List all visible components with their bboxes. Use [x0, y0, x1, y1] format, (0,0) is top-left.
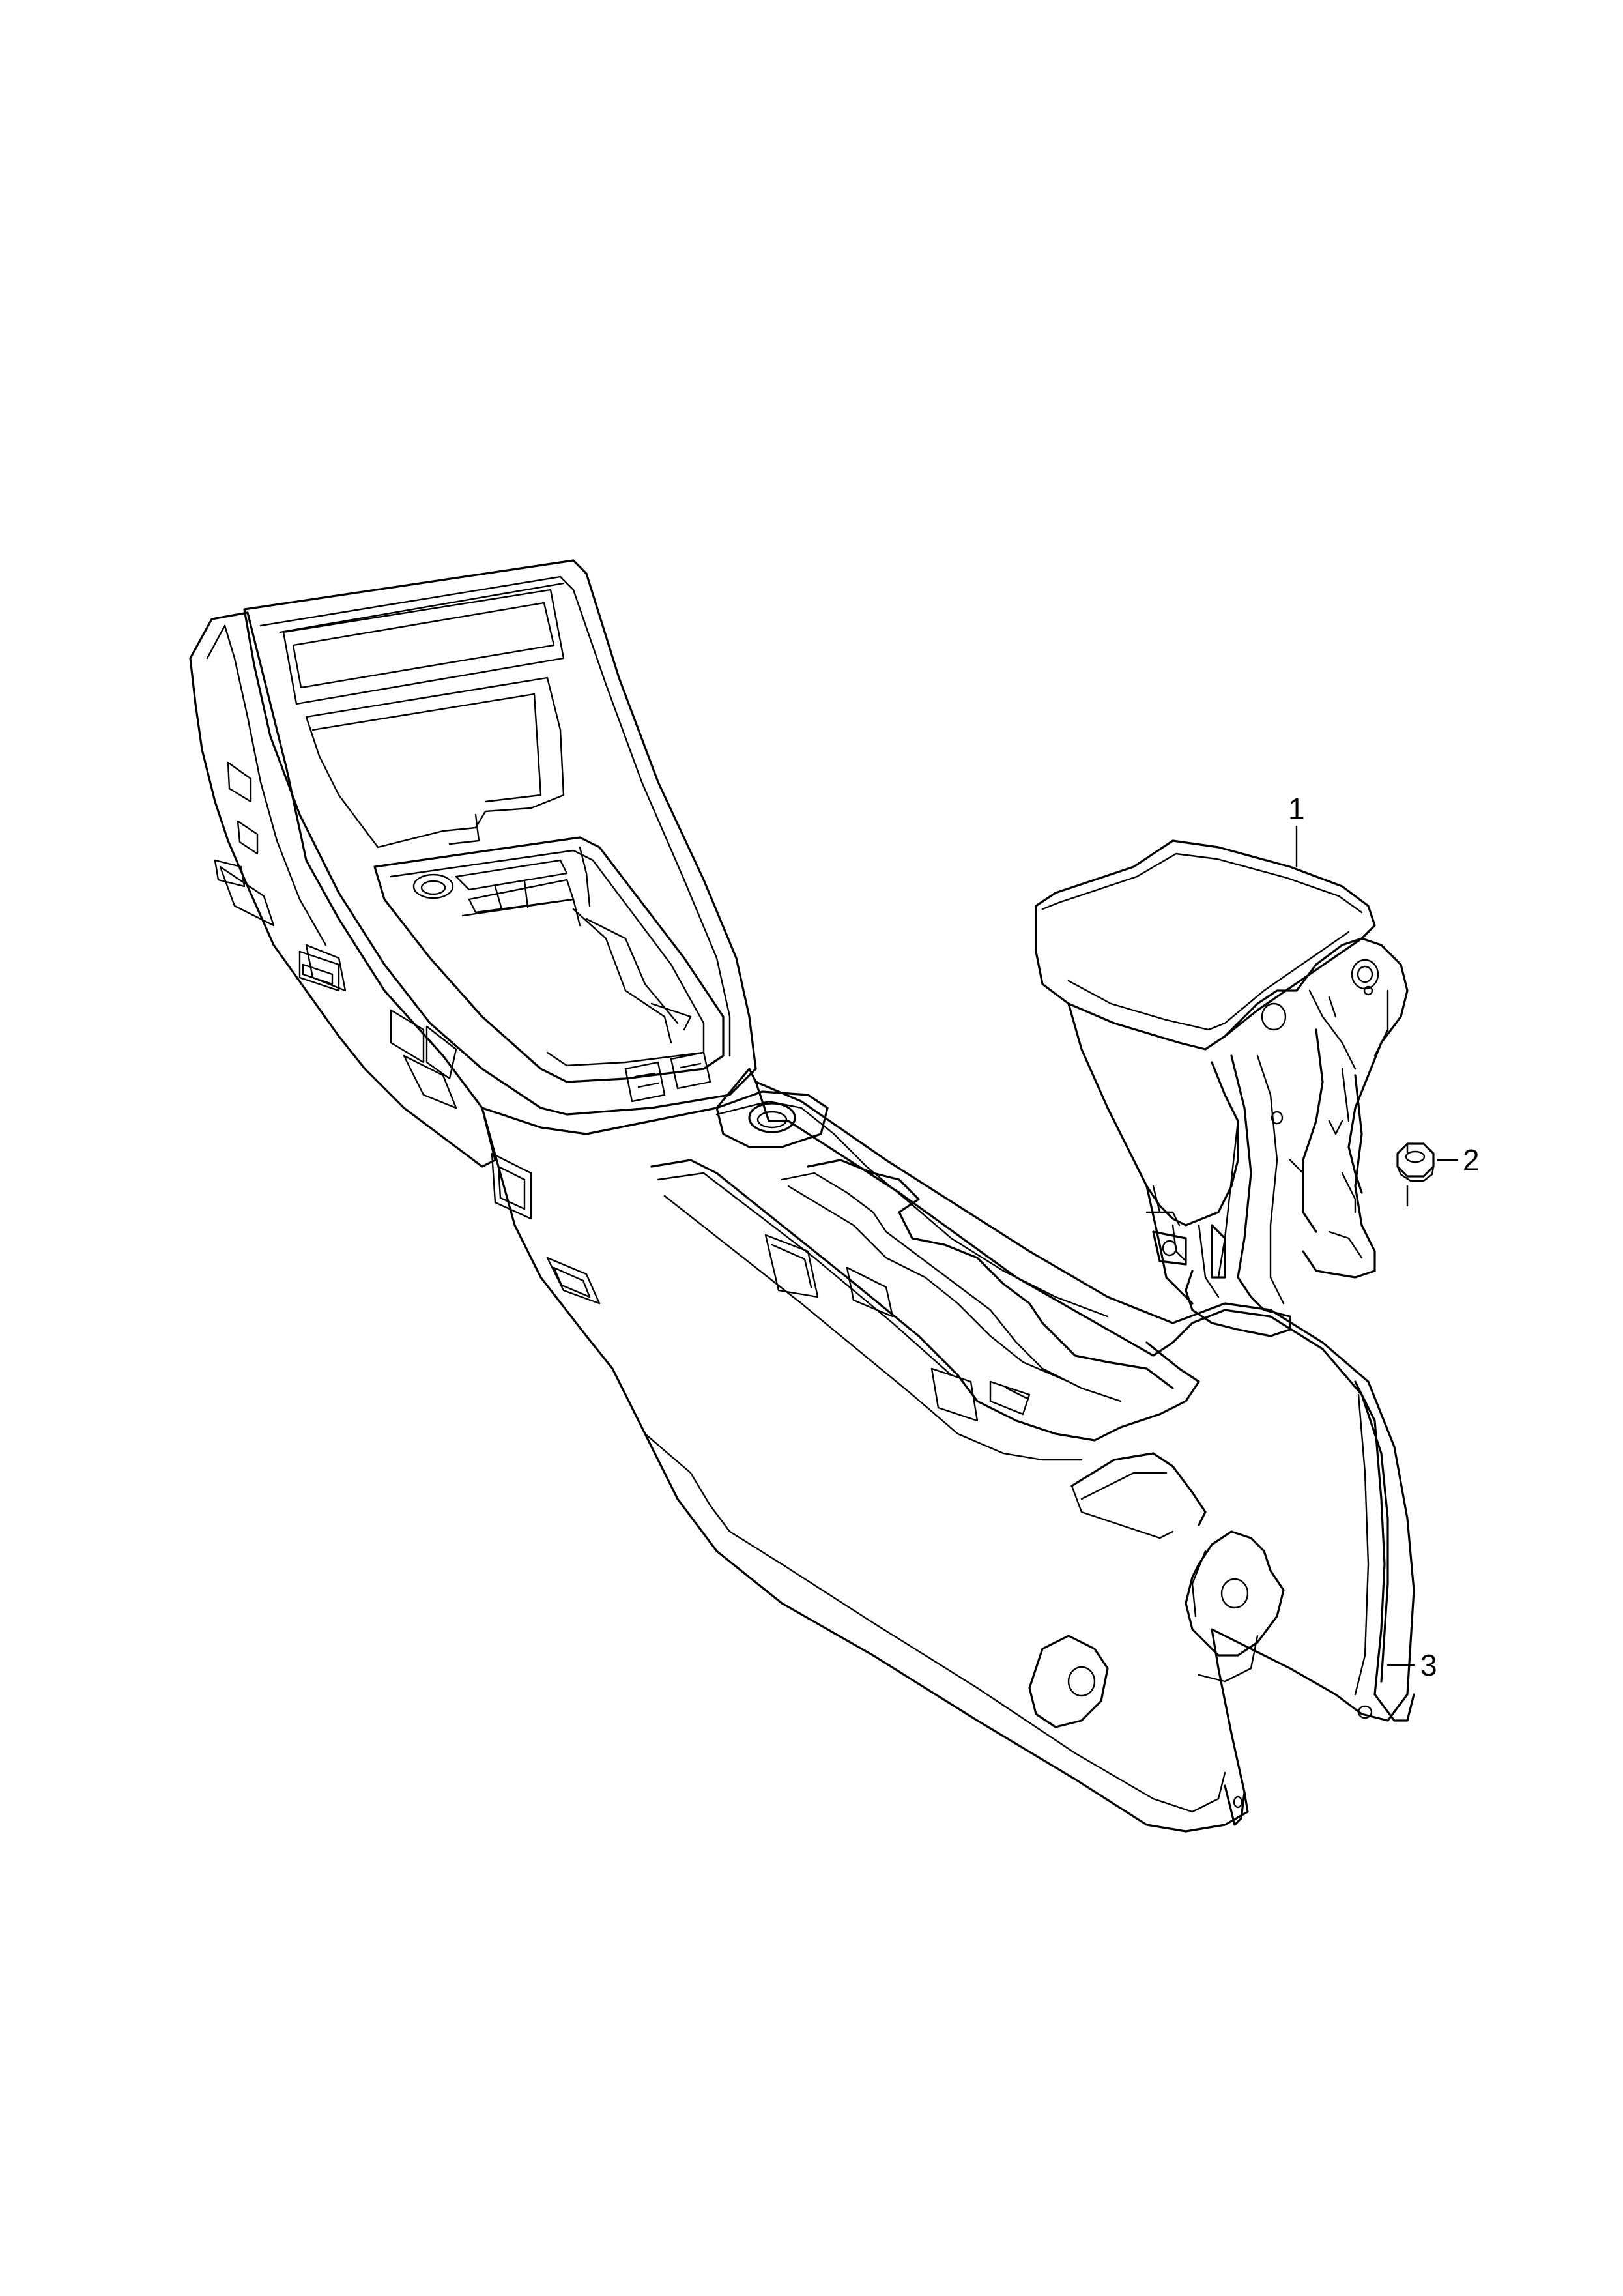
callout-1: 1 [1288, 792, 1305, 868]
callout-1-label: 1 [1288, 792, 1305, 826]
callout-3-label: 3 [1420, 1648, 1437, 1682]
callout-2-label: 2 [1463, 1143, 1480, 1177]
center-console-icon [189, 559, 1415, 1833]
hex-nut-icon [1396, 1142, 1435, 1182]
armrest-icon [1035, 839, 1409, 1337]
callout-2: 2 [1406, 1143, 1480, 1207]
callout-3: 3 [1386, 1648, 1437, 1682]
